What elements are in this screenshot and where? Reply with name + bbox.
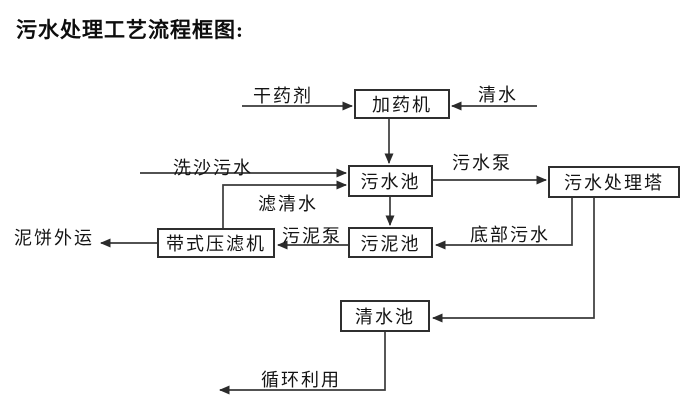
edge-label-sand-washing-sewage: 洗沙污水 [173, 158, 253, 178]
edge-label-dry-chemical: 干药剂 [253, 86, 313, 106]
node-sewage-treatment-tower: 污水处理塔 [548, 166, 680, 198]
edge-label-mud-cake-out: 泥饼外运 [14, 228, 94, 248]
arrow-recycle-out [219, 332, 386, 395]
node-sewage-pool: 污水池 [348, 165, 433, 197]
arrow-bottom-sewage [435, 198, 573, 250]
arrow-filtered-water-return [222, 180, 347, 228]
node-sludge-pool: 污泥池 [348, 227, 433, 258]
node-belt-filter-press: 带式压滤机 [157, 228, 275, 258]
edge-label-bottom-sewage: 底部污水 [470, 225, 550, 245]
node-clean-water-pool: 清水池 [340, 300, 430, 332]
node-dosing-machine: 加药机 [354, 89, 450, 119]
page-title: 污水处理工艺流程框图: [16, 18, 244, 42]
edge-label-recycle: 循环利用 [261, 370, 341, 390]
edge-label-clean-water: 清水 [478, 85, 518, 105]
arrow-tower-to-clean-water-pool [432, 198, 595, 323]
edge-label-sludge-pump: 污泥泵 [282, 226, 342, 246]
edge-label-filtered-water: 滤清水 [258, 194, 318, 214]
edge-label-sewage-pump: 污水泵 [452, 153, 512, 173]
